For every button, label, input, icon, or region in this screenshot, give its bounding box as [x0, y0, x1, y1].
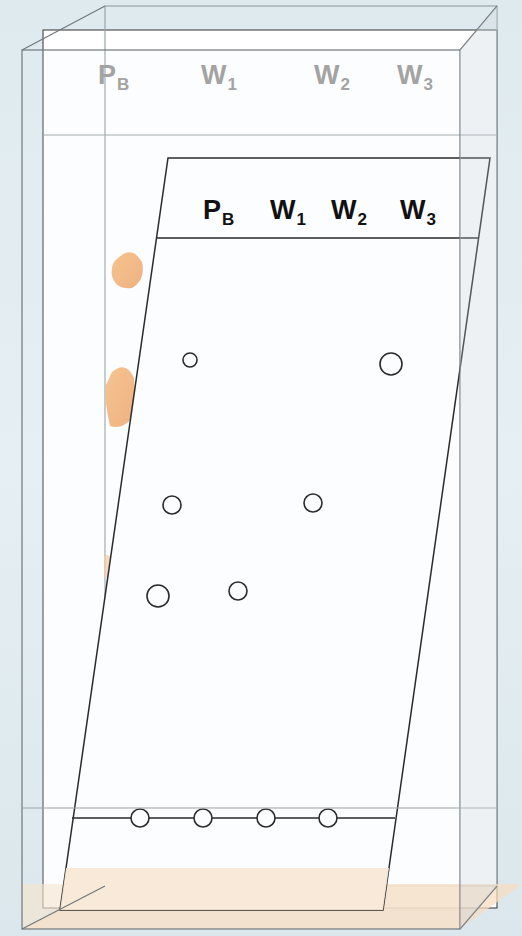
lane-label: W: [397, 62, 422, 89]
lane-label: W: [270, 197, 295, 224]
tank-edges: [22, 6, 497, 929]
lane-label: W: [201, 62, 226, 89]
subscript: 3: [426, 211, 435, 228]
lane-label: P: [98, 62, 116, 89]
lane-label: W: [331, 197, 356, 224]
subscript: 3: [423, 76, 432, 93]
subscript: 2: [357, 211, 366, 228]
lane-label: P: [203, 197, 221, 224]
subscript: 2: [340, 76, 349, 93]
lane-label: W: [314, 62, 339, 89]
tank-side: [460, 6, 497, 929]
subscript: B: [117, 76, 129, 93]
subscript: B: [222, 211, 234, 228]
subscript: 1: [296, 211, 305, 228]
lane-label: W: [400, 197, 425, 224]
tank-front: [22, 50, 460, 929]
subscript: 1: [227, 76, 236, 93]
solvent-level: [22, 808, 497, 809]
